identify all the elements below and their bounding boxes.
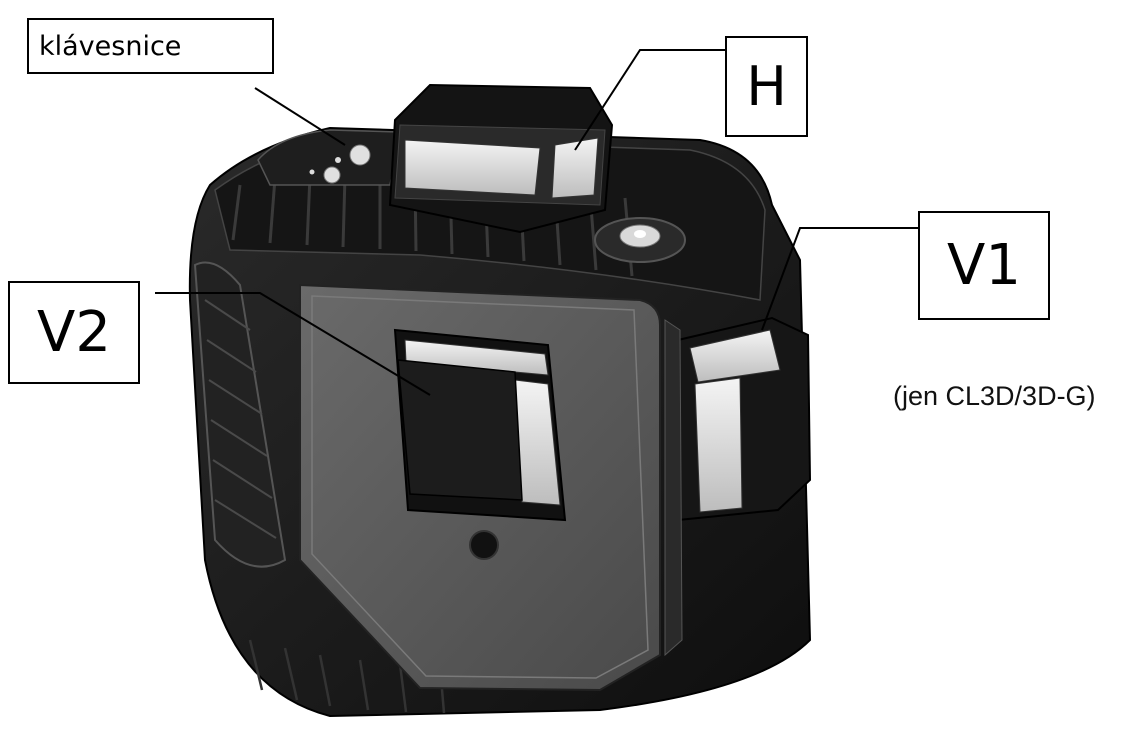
indicator-led bbox=[309, 169, 315, 175]
sensor-dot bbox=[469, 530, 499, 560]
v1-laser-window bbox=[677, 316, 812, 522]
h-leader-line bbox=[574, 49, 725, 151]
h-laser-head bbox=[388, 83, 614, 234]
h-label: H bbox=[725, 36, 808, 137]
keypad-area bbox=[257, 129, 401, 186]
v2-label: V2 bbox=[8, 281, 140, 384]
keypad-leader-line bbox=[254, 87, 346, 146]
v1-leader-line bbox=[761, 227, 918, 331]
v2-leader-line bbox=[155, 292, 431, 396]
leader-lines bbox=[155, 49, 918, 396]
side-grip bbox=[193, 261, 287, 568]
v1-label: V1 bbox=[918, 211, 1050, 320]
indicator-led bbox=[335, 157, 341, 163]
mode-button bbox=[323, 166, 341, 184]
level-vial bbox=[594, 217, 686, 263]
bottom-ribs bbox=[248, 639, 446, 714]
power-button bbox=[349, 144, 371, 166]
model-note: (jen CL3D/3D-G) bbox=[893, 381, 1096, 411]
v2-laser-window bbox=[393, 328, 567, 522]
keypad-label: klávesnice bbox=[27, 18, 274, 74]
